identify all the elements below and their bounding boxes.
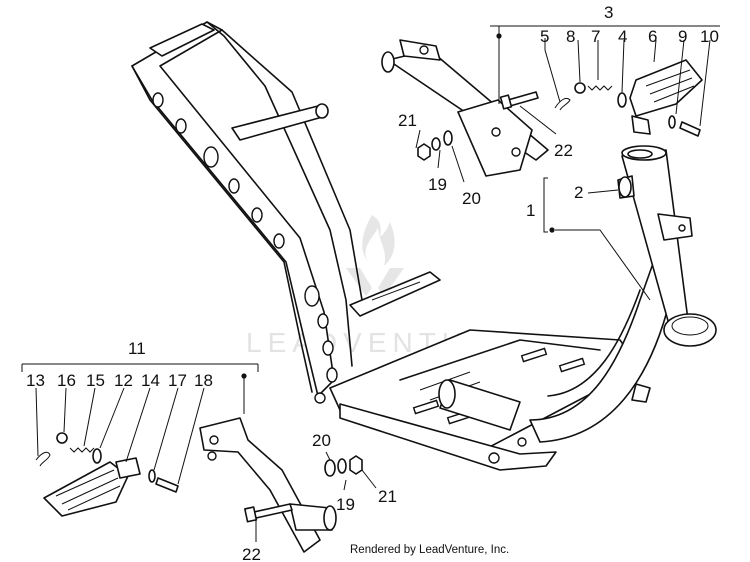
callout-12: 12 [114, 371, 133, 390]
callout-2: 2 [574, 183, 583, 202]
bracket-1 [543, 177, 548, 233]
callout-21-upper: 21 [398, 111, 417, 130]
callout-3: 3 [604, 3, 613, 22]
footpeg-right-assembly [554, 59, 703, 137]
callout-14: 14 [141, 371, 160, 390]
ball-16 [56, 432, 68, 444]
spring-clip-13 [35, 451, 51, 467]
callout-13: 13 [26, 371, 45, 390]
callout-16: 16 [57, 371, 76, 390]
leader-1-frame [555, 229, 651, 301]
leader-2 [587, 189, 619, 194]
callout-21-lower: 21 [378, 487, 397, 506]
steering-head-tube [617, 145, 717, 347]
footpeg-14 [43, 461, 129, 517]
leader-lines [21, 25, 720, 542]
callout-19-lower: 19 [336, 495, 355, 514]
callout-4: 4 [618, 27, 627, 46]
callout-20-lower: 20 [312, 431, 331, 450]
upper-stand-bracket [381, 39, 549, 177]
spring-clip-5 [554, 97, 571, 111]
pin-18 [155, 477, 179, 493]
washer-17 [148, 469, 156, 483]
callout-7: 7 [591, 27, 600, 46]
leader-dot-1 [549, 227, 555, 233]
callout-19-upper: 19 [428, 175, 447, 194]
bolt-22-lower [244, 503, 293, 523]
spring-15 [69, 447, 95, 453]
pin-10 [679, 121, 701, 137]
washer-9 [668, 115, 676, 129]
render-credit: Rendered by LeadVenture, Inc. [350, 544, 509, 556]
callout-9: 9 [678, 27, 687, 46]
callout-17: 17 [168, 371, 187, 390]
callout-6: 6 [648, 27, 657, 46]
washer-12 [92, 448, 102, 464]
footpeg-left-assembly [35, 432, 179, 517]
ball-8 [574, 82, 586, 94]
callout-15: 15 [86, 371, 105, 390]
washers-lower [324, 455, 363, 477]
callout-22-lower: 22 [242, 545, 261, 562]
lower-stand-bracket [199, 417, 337, 553]
callout-10: 10 [700, 27, 719, 46]
callout-labels: 3 5 8 7 4 6 9 10 21 22 19 20 2 1 11 13 1… [26, 3, 719, 562]
callout-18: 18 [194, 371, 213, 390]
callout-20-upper: 20 [462, 189, 481, 208]
callout-5: 5 [540, 27, 549, 46]
callout-1: 1 [526, 201, 535, 220]
callout-22-upper: 22 [554, 141, 573, 160]
bolt-22-upper [499, 91, 539, 110]
washers-upper [417, 130, 453, 161]
callout-8: 8 [566, 27, 575, 46]
spring-7 [587, 85, 613, 91]
frame-main-body [131, 21, 677, 471]
washer-4 [617, 92, 627, 108]
callout-11: 11 [128, 339, 146, 358]
